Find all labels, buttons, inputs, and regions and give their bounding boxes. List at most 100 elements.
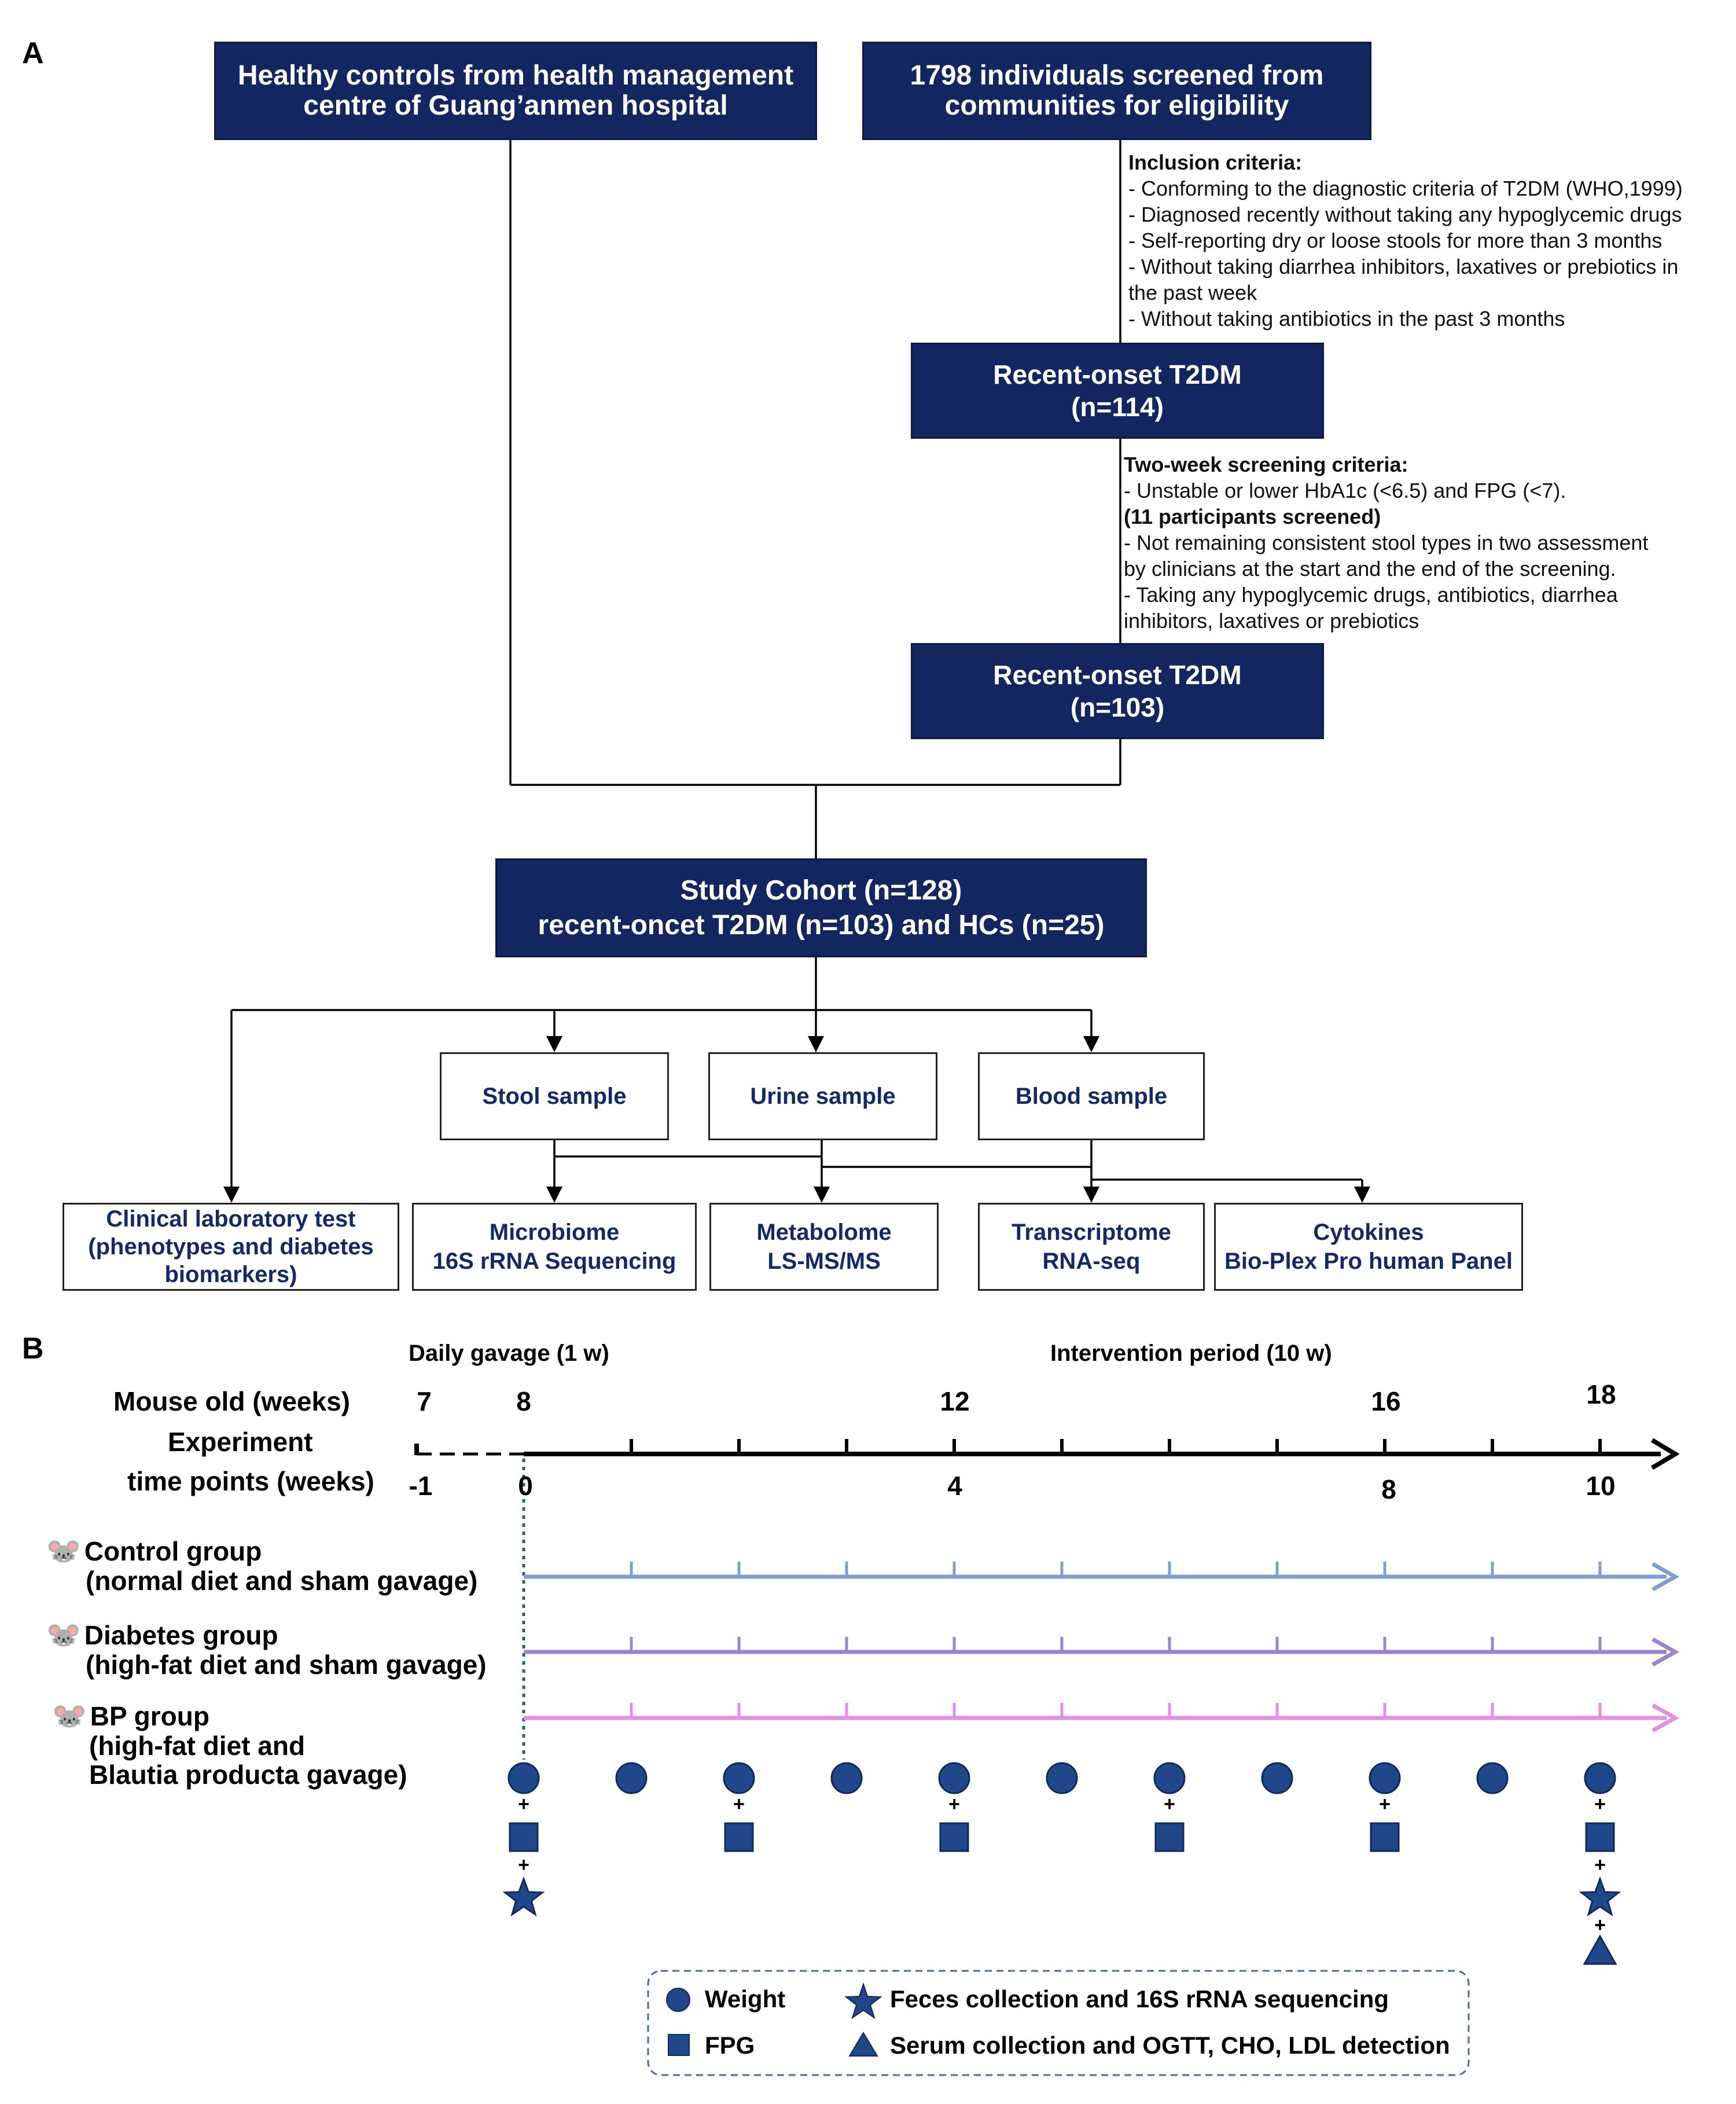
weight-marker [723,1762,755,1794]
two-week-criterion: - Not remaining consistent stool types i… [1124,531,1649,555]
weight-marker [1046,1762,1078,1794]
recent-onset-103-box: Recent-onset T2DM (n=103) [911,643,1324,739]
study-cohort-line2: recent-oncet T2DM (n=103) and HCs (n=25) [538,909,1105,941]
age-tick-label: 12 [940,1386,970,1416]
time-tick-label: 0 [518,1471,533,1501]
weight-marker [938,1762,970,1794]
recent-onset-103-line2: (n=103) [1070,692,1165,722]
control-group-title: Control group [84,1536,262,1566]
urine-sample-box: Urine sample [708,1052,937,1140]
panel-a-label: A [22,36,44,70]
recent-onset-114-line1: Recent-onset T2DM [993,359,1242,390]
main-timeline-ticks [630,1439,1602,1454]
diabetes-group-title: Diabetes group [84,1620,278,1650]
inclusion-criterion: - Diagnosed recently without taking any … [1128,203,1682,226]
legend-serum-label: Serum collection and OGTT, CHO, LDL dete… [890,2032,1450,2059]
screened-line2: communities for eligibility [944,90,1289,121]
screened-line1: 1798 individuals screened from [910,60,1324,91]
mouse-icon: 🐭 [46,1620,81,1651]
plus-sign: + [1594,1914,1606,1936]
group-timelines [524,1562,1680,1733]
metabolome-box: Metabolome LS-MS/MS [709,1203,939,1291]
blood-sample-box: Blood sample [978,1052,1205,1140]
study-cohort-box: Study Cohort (n=128) recent-oncet T2DM (… [495,858,1147,957]
fpg-marker [1370,1822,1400,1852]
inclusion-criterion: - Self-reporting dry or loose stools for… [1128,229,1663,252]
age-tick-label: 18 [1586,1379,1616,1409]
transcriptome-line2: RNA-seq [1042,1249,1141,1274]
screened-individuals-box: 1798 individuals screened from communiti… [862,42,1371,140]
panel-b-label: B [22,1332,44,1365]
fpg-marker [1154,1822,1185,1852]
metabolome-line2: LS-MS/MS [767,1249,881,1274]
plus-sign: + [1379,1793,1391,1815]
microbiome-line1: Microbiome [489,1220,620,1245]
two-week-criterion: inhibitors, laxatives or prebiotics [1124,609,1419,633]
weight-marker [1369,1762,1401,1794]
clinical-lab-test-box: Clinical laboratory test (phenotypes and… [62,1203,399,1291]
stool-sample-label: Stool sample [482,1084,627,1109]
weight-marker [1584,1762,1616,1794]
mouse-icon: 🐭 [52,1701,87,1732]
legend-serum-triangle-icon [848,2032,878,2057]
clinical-line1: Clinical laboratory test [106,1206,356,1232]
weight-marker [507,1762,540,1794]
two-week-title: Two-week screening criteria: [1124,453,1408,476]
recent-onset-114-box: Recent-onset T2DM (n=114) [911,343,1324,439]
weight-marker [830,1762,863,1794]
inclusion-criterion: - Without taking antibiotics in the past… [1128,307,1565,331]
plus-sign: + [1164,1793,1175,1815]
mouse-age-axis-label: Mouse old (weeks) [113,1386,350,1416]
bp-group-desc-line2: Blautia producta gavage) [89,1760,407,1790]
two-week-criterion: - Unstable or lower HbA1c (<6.5) and FPG… [1124,479,1566,502]
control-group-desc: (normal diet and sham gavage) [86,1566,478,1596]
time-tick-label: 10 [1586,1471,1616,1501]
microbiome-box: Microbiome 16S rRNA Sequencing [412,1203,697,1291]
cytokines-line2: Bio-Plex Pro human Panel [1224,1249,1513,1274]
age-tick-label: 16 [1371,1386,1401,1416]
main-timeline [414,1438,1680,1760]
group-timeline-arrowhead [1652,1562,1680,1592]
microbiome-line2: 16S rRNA Sequencing [432,1249,676,1274]
healthy-controls-line1: Healthy controls from health management [237,60,794,91]
plus-sign: + [1594,1854,1606,1876]
diabetes-group-desc: (high-fat diet and sham gavage) [86,1650,487,1680]
fpg-marker [1585,1822,1615,1852]
urine-sample-label: Urine sample [750,1084,896,1109]
weight-marker [1261,1762,1293,1794]
weight-marker [1153,1762,1186,1794]
legend-feces-label: Feces collection and 16S rRNA sequencing [890,1985,1389,2013]
blood-sample-label: Blood sample [1015,1084,1168,1109]
plus-sign: + [1594,1793,1606,1815]
transcriptome-line1: Transcriptome [1012,1220,1171,1245]
fpg-marker [939,1822,969,1852]
serum-marker [1583,1934,1617,1965]
group-timeline-arrowhead [1652,1637,1680,1667]
screened-out-count: (11 participants screened) [1124,505,1381,528]
intervention-period-label: Intervention period (10 w) [1050,1341,1332,1366]
inclusion-criterion: the past week [1128,281,1257,304]
two-week-screening-criteria: Two-week screening criteria: - Unstable … [1124,451,1648,634]
time-tick-label: 8 [1381,1474,1396,1504]
recent-onset-114-line2: (n=114) [1071,392,1164,422]
daily-gavage-label: Daily gavage (1 w) [409,1341,609,1366]
control-group-label: 🐭Control group (normal diet and sham gav… [46,1537,477,1595]
feces-marker [1579,1876,1621,1917]
bp-group-title: BP group [90,1701,209,1731]
group-timeline-arrowhead [1652,1703,1680,1733]
healthy-controls-line2: centre of Guang’anmen hospital [303,90,728,121]
legend-weight-label: Weight [705,1985,786,2013]
age-tick-label: 7 [417,1386,432,1416]
study-cohort-line1: Study Cohort (n=128) [680,875,962,906]
inclusion-criteria: Inclusion criteria: - Conforming to the … [1128,149,1683,332]
bp-group-desc-line1: (high-fat diet and [89,1731,306,1761]
two-week-criterion: - Taking any hypoglycemic drugs, antibio… [1124,583,1618,607]
two-week-criterion: by clinicians at the start and the end o… [1124,557,1616,581]
clinical-line3: biomarkers) [164,1262,297,1287]
legend-box [647,1970,1470,2076]
mouse-icon: 🐭 [46,1536,81,1567]
recent-onset-103-line1: Recent-onset T2DM [993,660,1242,690]
legend-weight-circle-icon [666,1988,690,2012]
plus-sign: + [518,1854,529,1876]
